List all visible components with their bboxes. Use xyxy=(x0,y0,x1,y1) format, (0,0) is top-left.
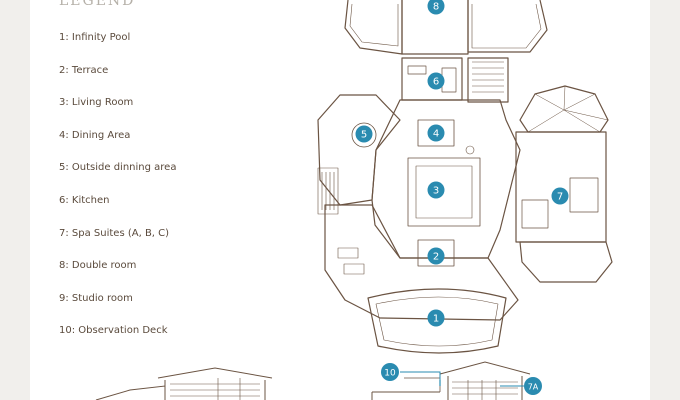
marker-7a xyxy=(524,377,542,395)
marker-7a-label: 7A xyxy=(528,383,539,392)
top-wing-left-inner xyxy=(349,3,399,47)
plan-markers: 1 2 3 4 5 6 7 8 xyxy=(355,0,569,327)
terrace-lounger-1 xyxy=(337,247,359,259)
outside-dining-deck xyxy=(317,94,401,206)
terrace-outline xyxy=(324,204,519,321)
legend-title: LEGEND xyxy=(59,0,136,9)
terrace-table xyxy=(417,239,455,267)
marker-6 xyxy=(427,72,445,90)
stair-treads xyxy=(472,61,504,93)
studio-room-outline xyxy=(467,0,548,53)
marker-10-label: 10 xyxy=(384,369,396,379)
right-elevation xyxy=(371,361,531,400)
kitchen-counter xyxy=(407,65,427,75)
studio-room-inner xyxy=(471,3,542,49)
legend-item-double-room: 8: Double room xyxy=(59,260,137,272)
legend-item-outside-dining-area: 5: Outside dinning area xyxy=(59,162,177,174)
marker-4 xyxy=(427,124,445,142)
dining-table xyxy=(417,119,455,147)
terrace-lounger-2 xyxy=(343,263,365,275)
left-elevation xyxy=(95,367,273,400)
marker-8 xyxy=(427,0,445,15)
spa-lower-terrace xyxy=(519,241,613,283)
marker-3 xyxy=(427,181,445,199)
living-room-wall-curve xyxy=(465,145,475,155)
marker-8-label: 8 xyxy=(433,2,439,13)
marker-5 xyxy=(355,125,373,143)
legend-item-kitchen: 6: Kitchen xyxy=(59,194,110,206)
infinity-pool-outline xyxy=(367,288,507,354)
living-room-rug xyxy=(407,157,481,227)
marker-10 xyxy=(381,363,399,381)
top-wing-left-room xyxy=(344,0,403,55)
spa-suite-bed xyxy=(569,177,599,213)
marker-7-label: 7 xyxy=(557,192,563,203)
legend-item-dining-area: 4: Dining Area xyxy=(59,129,131,141)
marker-1 xyxy=(427,309,445,327)
outside-dining-table xyxy=(351,122,377,148)
marker-2-label: 2 xyxy=(433,252,439,263)
stair-core xyxy=(467,57,509,103)
legend-list: 1: Infinity Pool 2: Terrace 3: Living Ro… xyxy=(59,31,176,357)
entry-stairs xyxy=(317,167,339,215)
legend-item-studio-room: 9: Studio room xyxy=(59,292,133,304)
marker-7 xyxy=(551,187,569,205)
marker-10-leader xyxy=(400,371,441,380)
legend-item-terrace: 2: Terrace xyxy=(59,64,109,76)
marker-5-label: 5 xyxy=(361,130,367,141)
marker-4-label: 4 xyxy=(433,129,439,140)
marker-1-label: 1 xyxy=(433,314,439,325)
living-room-sofa xyxy=(415,165,473,219)
spa-roof-rays xyxy=(527,85,609,133)
infinity-pool-inner xyxy=(375,296,499,347)
legend-item-infinity-pool: 1: Infinity Pool xyxy=(59,32,131,43)
legend-item-spa-suites: 7: Spa Suites (A, B, C) xyxy=(59,227,170,239)
spa-suite-bath xyxy=(521,199,549,229)
marker-2 xyxy=(427,247,445,265)
legend-item-living-room: 3: Living Room xyxy=(59,97,134,109)
marker-6-label: 6 xyxy=(433,77,439,88)
marker-3-label: 3 xyxy=(433,186,439,197)
main-house-outline xyxy=(371,99,521,259)
elevation-markers: 10 7A xyxy=(381,363,542,395)
legend-item-observation-deck: 10: Observation Deck xyxy=(59,325,168,337)
spa-suites-outline xyxy=(515,131,607,243)
